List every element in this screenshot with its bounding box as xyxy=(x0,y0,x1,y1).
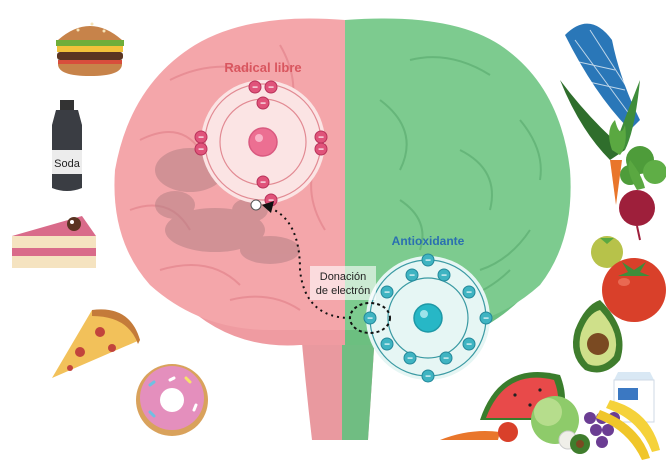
electron-sign: − xyxy=(252,83,258,94)
electron-sign: − xyxy=(384,288,390,299)
electron-sign: − xyxy=(268,83,274,94)
electron-sign: − xyxy=(384,340,390,351)
electron-sign: − xyxy=(466,288,472,299)
free-radical-nucleus-shine xyxy=(255,134,263,142)
bottom-tomato xyxy=(498,422,518,442)
missing-electron xyxy=(251,200,261,210)
electron-sign: − xyxy=(260,178,266,189)
electron-sign: − xyxy=(318,133,324,144)
free-radical-nucleus xyxy=(249,128,277,156)
soda-bottle-icon: Soda xyxy=(52,100,82,191)
donut-icon xyxy=(136,364,208,436)
tomato-icon xyxy=(602,258,666,322)
electron-sign: − xyxy=(466,340,472,351)
cake-slice-icon xyxy=(12,216,96,268)
antioxidant-nucleus xyxy=(414,304,442,332)
soda-label: Soda xyxy=(54,158,81,170)
bottom-carrot xyxy=(440,431,500,440)
donation-label-line2: de electrón xyxy=(316,285,370,297)
antioxidant-label: Antioxidante xyxy=(392,234,465,248)
electron-sign: − xyxy=(443,354,449,365)
electron-sign: − xyxy=(198,133,204,144)
hamburger-icon xyxy=(56,23,124,77)
pizza-slice-icon xyxy=(52,309,140,378)
electron-sign: − xyxy=(425,256,431,267)
electron-sign: − xyxy=(198,145,204,156)
carrot-icon xyxy=(609,120,626,205)
antioxidant-nucleus-shine xyxy=(420,310,428,318)
broccoli-icon xyxy=(620,146,666,185)
electron-sign: − xyxy=(441,271,447,282)
electron-sign: − xyxy=(318,145,324,156)
electron-sign: − xyxy=(260,99,266,110)
donation-label-line1: Donación xyxy=(320,271,366,283)
corn-icon xyxy=(560,24,640,160)
electron-sign: − xyxy=(367,314,373,325)
electron-sign: − xyxy=(483,314,489,325)
electron-sign: − xyxy=(425,372,431,383)
free-radical-label: Radical libre xyxy=(224,60,301,75)
electron-sign: − xyxy=(409,271,415,282)
electron-sign: − xyxy=(407,354,413,365)
